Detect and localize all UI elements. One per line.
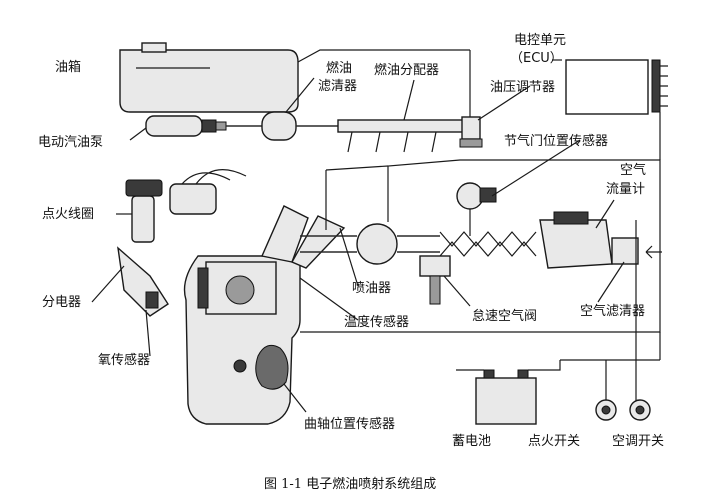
label-ac-switch: 空调开关 — [612, 434, 664, 449]
label-fuel-filter-line1: 燃油 — [326, 60, 352, 76]
label-distributor: 分电器 — [42, 295, 81, 310]
label-ecu-line2: （ECU） — [510, 51, 563, 66]
ecu-box — [565, 59, 649, 115]
intake-bellows — [439, 231, 537, 257]
label-ignition-switch: 点火开关 — [528, 434, 580, 449]
crank-sensor-part — [255, 344, 289, 390]
ignition-coil — [125, 179, 163, 243]
battery — [456, 360, 561, 425]
label-airflow-line2: 流量计 — [606, 182, 645, 197]
throttle-position-sensor — [456, 182, 497, 236]
intake-manifold — [261, 205, 346, 269]
oxygen-sensor-part — [117, 246, 169, 317]
ecu-connector — [651, 59, 668, 113]
electric-fuel-pump — [145, 115, 262, 137]
label-fuel-distributor: 燃油分配器 — [374, 62, 439, 78]
idle-air-valve — [419, 255, 451, 305]
intake-pipe — [300, 235, 440, 253]
engine-block — [183, 255, 301, 425]
label-air-filter: 空气滤清器 — [580, 303, 645, 319]
leader-lines — [91, 59, 625, 413]
label-temp-sensor: 温度传感器 — [344, 314, 409, 330]
ac-switch-part — [629, 399, 651, 421]
label-throttle-sensor: 节气门位置传感器 — [504, 133, 608, 149]
label-pressure-regulator: 油压调节器 — [490, 80, 555, 95]
label-ecu-line1: 电控单元 — [514, 33, 566, 48]
label-injector: 喷油器 — [352, 281, 391, 296]
label-idle-valve: 怠速空气阀 — [472, 308, 537, 324]
fuel-filter — [261, 111, 338, 141]
fuel-pressure-regulator — [459, 116, 483, 148]
figure-caption: 图 1-1 电子燃油喷射系统组成 — [264, 476, 436, 492]
label-battery: 蓄电池 — [452, 434, 491, 449]
label-crank-sensor: 曲轴位置传感器 — [304, 416, 395, 432]
distributor-part — [169, 169, 247, 215]
ignition-switch-part — [595, 399, 617, 421]
label-airflow-line1: 空气 — [620, 162, 646, 178]
label-electric-pump: 电动汽油泵 — [38, 135, 103, 150]
label-oxygen-sensor: 氧传感器 — [98, 352, 150, 368]
throttle-body — [356, 223, 398, 265]
fuel-distributor-rail — [337, 119, 471, 153]
fuel-tank — [119, 42, 470, 113]
label-fuel-filter-line2: 滤清器 — [318, 79, 357, 94]
wiring-harness — [300, 50, 661, 404]
label-ignition-coil: 点火线圈 — [42, 207, 94, 222]
air-filter-part — [611, 237, 662, 265]
label-fuel-tank: 油箱 — [55, 59, 81, 75]
